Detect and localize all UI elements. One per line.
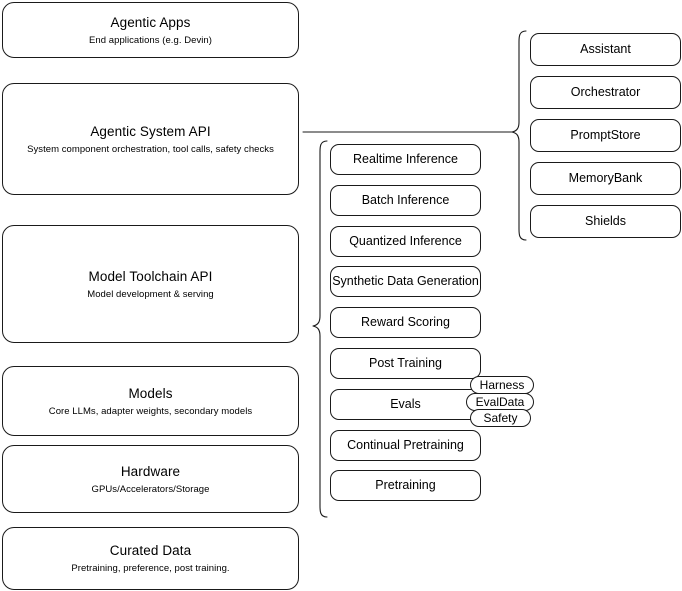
layer-box-curated-data[interactable]: Curated Data Pretraining, preference, po… (2, 527, 299, 590)
layer-title: Agentic Apps (110, 14, 191, 30)
capability-box-post-training[interactable]: Post Training (330, 348, 481, 379)
capability-label: Quantized Inference (349, 234, 462, 248)
system-component-box-promptstore[interactable]: PromptStore (530, 119, 681, 152)
system-component-box-orchestrator[interactable]: Orchestrator (530, 76, 681, 109)
system-component-box-shields[interactable]: Shields (530, 205, 681, 238)
capability-label: Realtime Inference (353, 152, 458, 166)
brace-system-components (511, 30, 527, 241)
layer-box-hardware[interactable]: Hardware GPUs/Accelerators/Storage (2, 445, 299, 513)
layer-title: Curated Data (109, 543, 192, 558)
system-component-label: MemoryBank (568, 171, 643, 185)
capability-box-reward-scoring[interactable]: Reward Scoring (330, 307, 481, 338)
capability-label: Evals (390, 397, 421, 411)
layer-box-model-toolchain-api[interactable]: Model Toolchain API Model development & … (2, 225, 299, 343)
system-component-label: PromptStore (570, 128, 641, 142)
capability-label: Batch Inference (361, 193, 450, 207)
layer-subtitle: Model development & serving (87, 288, 214, 300)
layer-title: Hardware (120, 463, 181, 479)
system-component-label: Assistant (580, 42, 631, 56)
capability-box-continual-pretraining[interactable]: Continual Pretraining (330, 430, 481, 461)
system-component-box-memorybank[interactable]: MemoryBank (530, 162, 681, 195)
system-component-box-assistant[interactable]: Assistant (530, 33, 681, 66)
capability-label: Post Training (369, 356, 442, 370)
system-component-label: Shields (585, 214, 626, 228)
layer-subtitle: End applications (e.g. Devin) (89, 34, 212, 46)
layer-box-agentic-system-api[interactable]: Agentic System API System component orch… (2, 83, 299, 195)
capability-box-batch-inference[interactable]: Batch Inference (330, 185, 481, 216)
layer-title: Model Toolchain API (88, 268, 213, 284)
capability-label: Synthetic Data Generation (332, 274, 479, 288)
brace-toolchain-capabilities (312, 140, 328, 518)
capability-box-evals[interactable]: Evals (330, 389, 481, 420)
capability-box-realtime-inference[interactable]: Realtime Inference (330, 144, 481, 175)
layer-subtitle: Core LLMs, adapter weights, secondary mo… (48, 405, 253, 417)
system-component-label: Orchestrator (570, 85, 641, 99)
eval-badge-harness[interactable]: Harness (470, 376, 534, 394)
eval-badge-safety[interactable]: Safety (470, 409, 531, 427)
eval-badge-label: Safety (483, 411, 518, 425)
layer-subtitle: System component orchestration, tool cal… (27, 143, 274, 155)
layer-title: Models (128, 385, 173, 401)
layer-subtitle: Pretraining, preference, post training. (71, 563, 230, 574)
capability-label: Continual Pretraining (347, 438, 464, 452)
capability-label: Pretraining (375, 478, 436, 492)
layer-title: Agentic System API (90, 123, 211, 139)
layer-box-models[interactable]: Models Core LLMs, adapter weights, secon… (2, 366, 299, 436)
eval-badge-label: Harness (479, 378, 525, 392)
eval-badge-label: EvalData (475, 395, 525, 409)
layer-subtitle: GPUs/Accelerators/Storage (91, 483, 210, 495)
capability-box-pretraining[interactable]: Pretraining (330, 470, 481, 501)
capability-label: Reward Scoring (361, 315, 450, 329)
capability-box-synthetic-data-generation[interactable]: Synthetic Data Generation (330, 266, 481, 297)
layer-box-agentic-apps[interactable]: Agentic Apps End applications (e.g. Devi… (2, 2, 299, 58)
capability-box-quantized-inference[interactable]: Quantized Inference (330, 226, 481, 257)
